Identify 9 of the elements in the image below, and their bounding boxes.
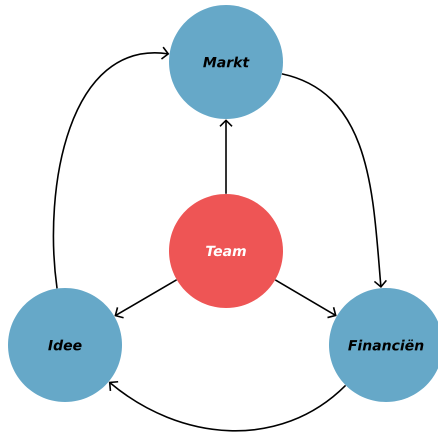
circle-node: Idee — [8, 288, 122, 402]
circle-node: Team — [169, 194, 283, 308]
arrow — [219, 119, 233, 194]
arrow — [52, 46, 170, 288]
arrow — [274, 279, 337, 318]
arrow — [282, 73, 387, 288]
arrow — [114, 279, 178, 319]
arrow — [108, 380, 346, 432]
circle-node: Markt — [169, 5, 283, 119]
